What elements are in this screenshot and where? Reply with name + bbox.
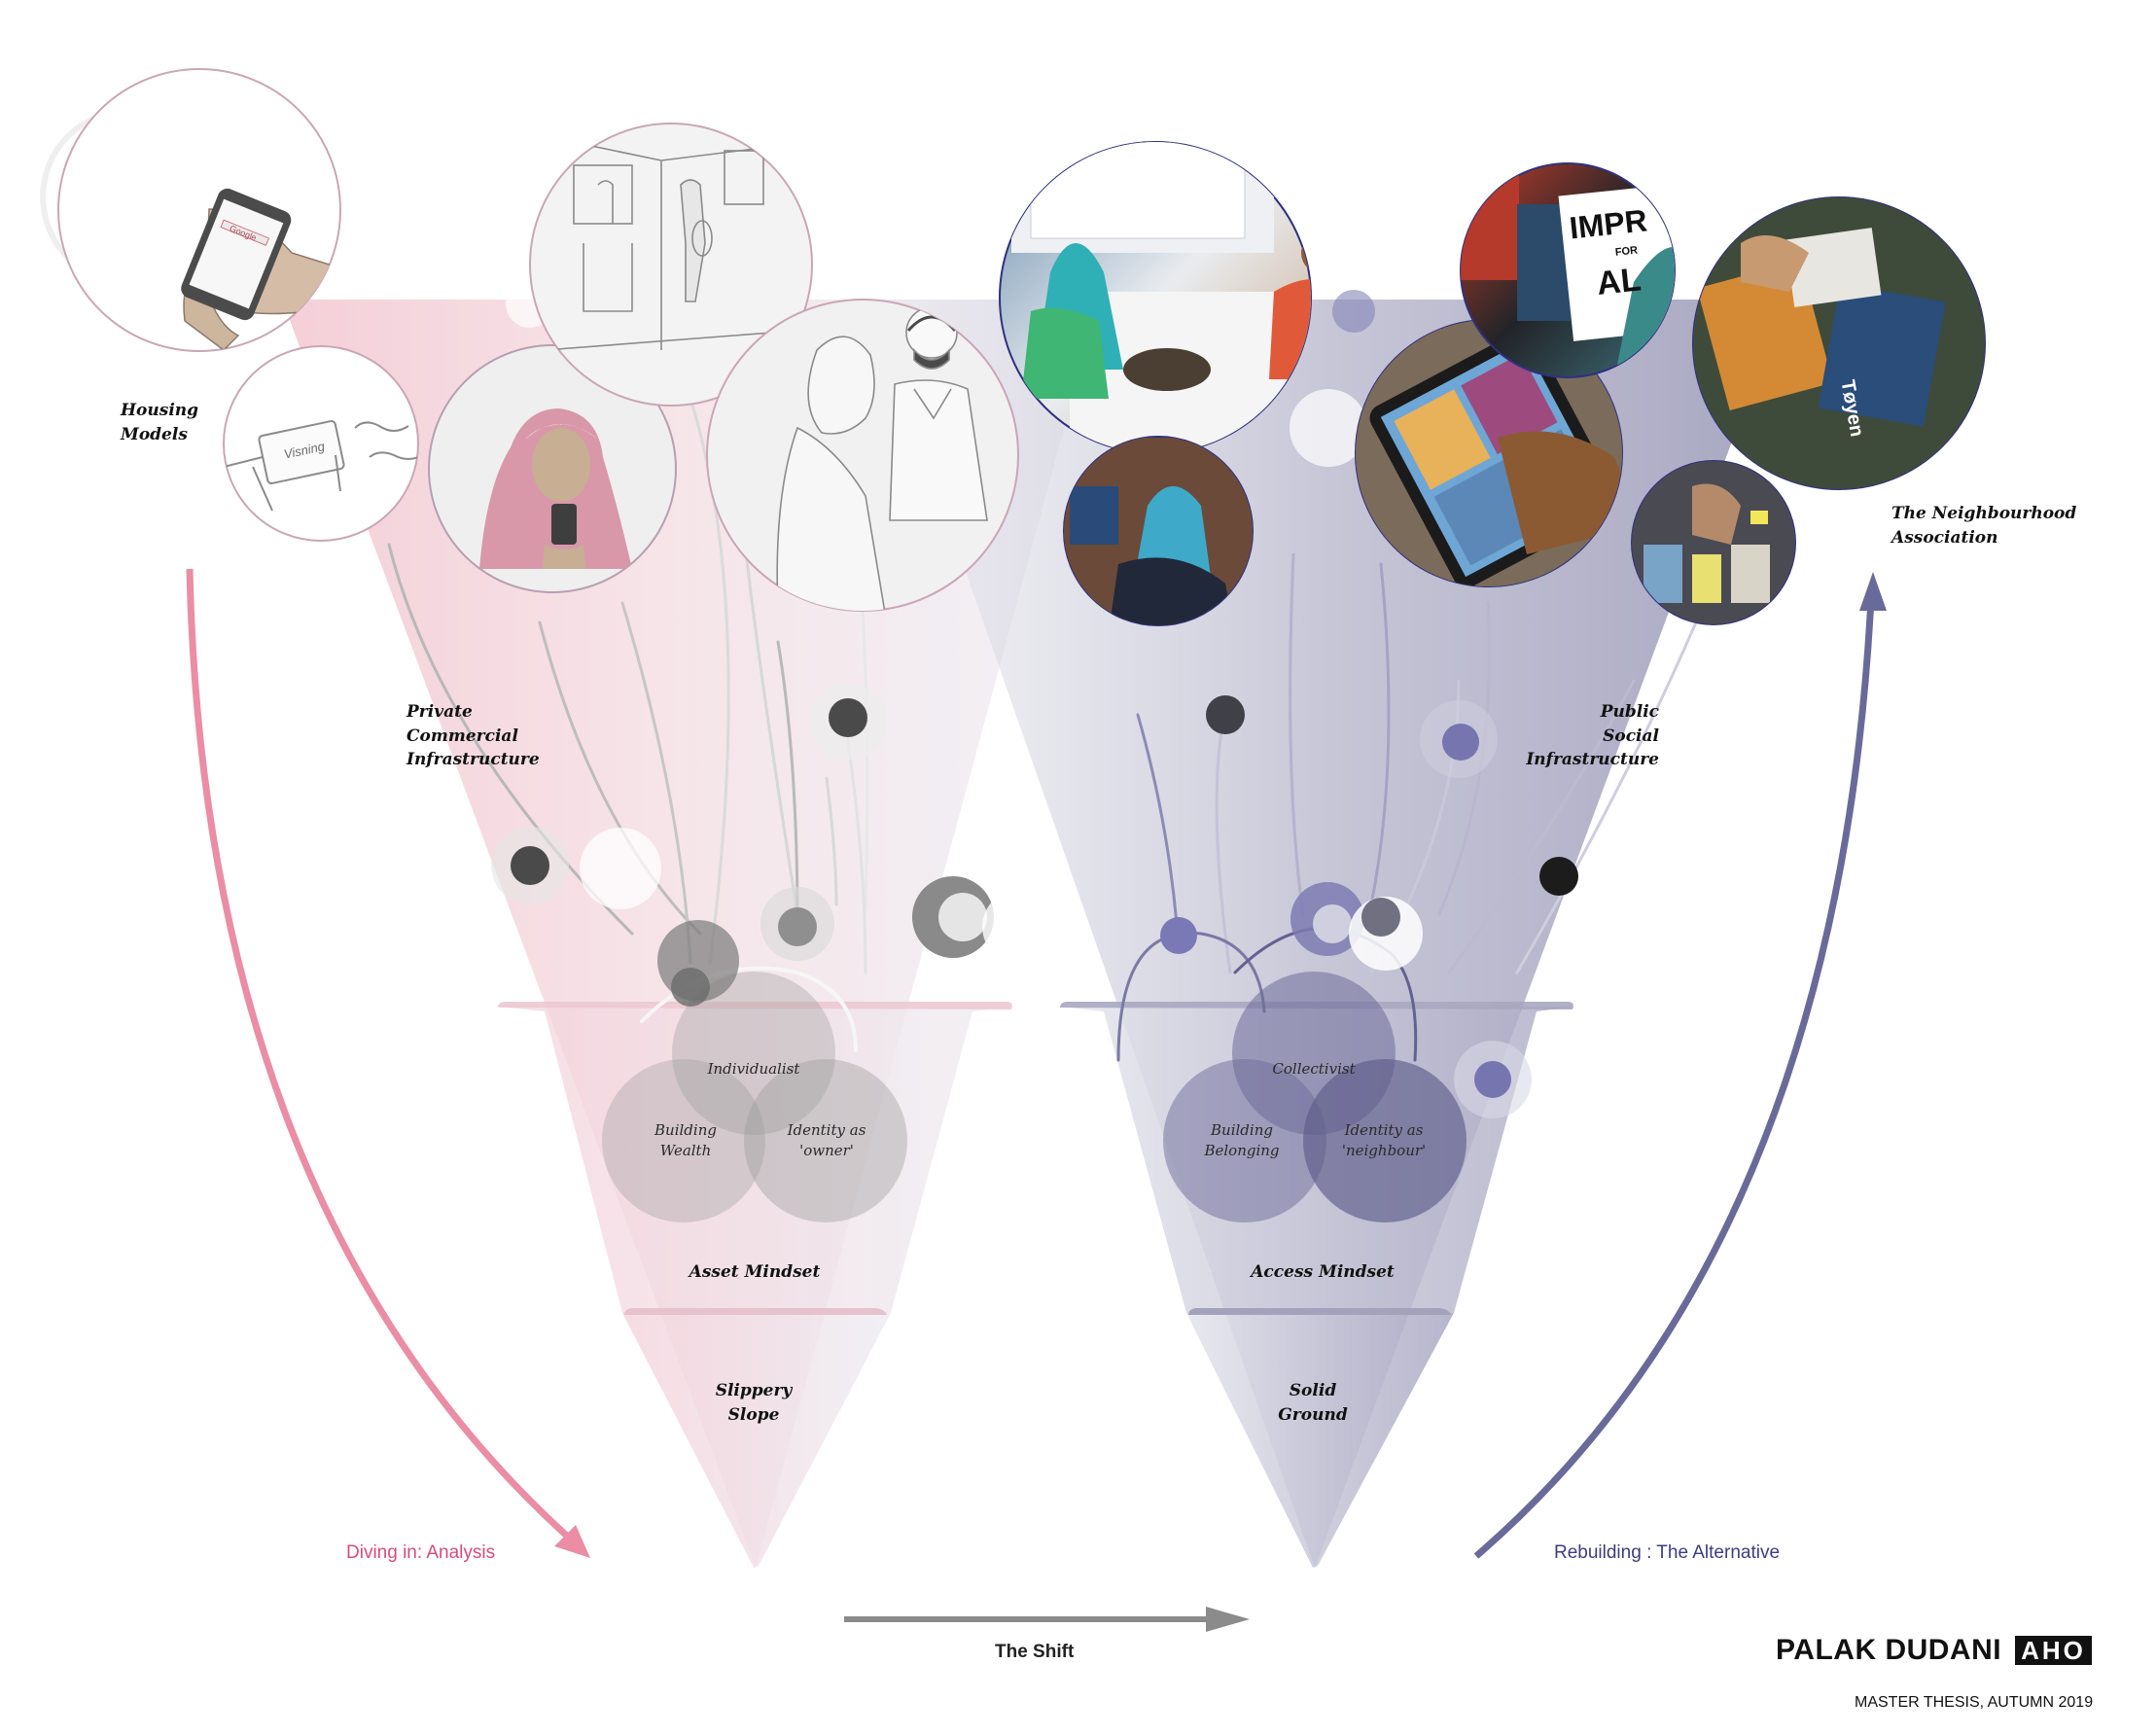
diving-in-arrowhead: [554, 1525, 590, 1558]
purple-dot: [1160, 917, 1197, 954]
flow-arrows: [186, 568, 1887, 1632]
label-asset-mindset: Asset Mindset: [689, 1262, 821, 1282]
label-private-infrastructure: Private Commercial Infrastructure: [406, 702, 540, 770]
poster-all-text: AL: [1595, 261, 1643, 302]
venn-label-individualist: Individualist: [707, 1060, 800, 1078]
illustration-apartment-room: [529, 123, 813, 407]
rebuilding-arrow: [1473, 597, 1875, 1559]
white-dot: [1290, 389, 1367, 467]
label-slippery-slope: Slippery Slope: [715, 1381, 793, 1425]
label-neighbourhood-association: The Neighbourhood Association: [1891, 504, 2077, 548]
right-funnel-bottom: [1186, 1313, 1454, 1568]
venn-label-collectivist: Collectivist: [1272, 1060, 1356, 1078]
venn-label-identity-owner: Identity as 'owner': [787, 1121, 866, 1159]
venn-individualist: [602, 972, 907, 1222]
white-dot: [982, 890, 1056, 964]
left-funnel-rim: [498, 1002, 1012, 1009]
poster-impr-text: IMPR: [1568, 202, 1648, 245]
label-access-mindset: Access Mindset: [1251, 1262, 1395, 1282]
left-funnel-bottom-rim: [624, 1308, 887, 1315]
illustration-woman-phone: [428, 344, 677, 593]
label-the-shift: The Shift: [995, 1642, 1075, 1662]
photo-meeting: [999, 141, 1312, 454]
photo-flyers-table: Tøyen: [1692, 196, 1986, 490]
left-funnel-bottom: [622, 1313, 891, 1568]
gray-dot: [778, 907, 817, 946]
gray-dot: [511, 846, 549, 885]
venn-circle-individualist: [672, 972, 835, 1135]
venn-circle-belonging: [1163, 1059, 1326, 1222]
author-name: PALAK DUDANI: [1776, 1634, 2002, 1666]
thesis-caption: MASTER THESIS, AUTUMN 2019: [1855, 1694, 2094, 1711]
illustration-consultation: [706, 299, 1019, 612]
illustration-phone-search: Google: [57, 68, 341, 352]
photo-tablet-hand: [1355, 319, 1623, 587]
gray-dot: [829, 698, 867, 737]
aho-logo: AHO: [2015, 1636, 2092, 1665]
venn-label-identity-neighbour: Identity as 'neighbour': [1341, 1121, 1427, 1159]
white-dot: [580, 828, 661, 909]
venn-label-building-wealth: Building Wealth: [654, 1121, 717, 1159]
venn-circle-owner: [744, 1059, 907, 1222]
label-solid-ground: Solid Ground: [1278, 1381, 1348, 1425]
purple-dot: [1332, 290, 1375, 333]
venn-label-building-belonging: Building Belonging: [1204, 1121, 1280, 1159]
photo-bookshelf: [1631, 460, 1796, 625]
gray-ring-inner: [938, 893, 987, 941]
venn-circle-wealth: [602, 1059, 765, 1222]
rebuilding-arrowhead: [1859, 572, 1887, 611]
illustration-visning-sign: Visning: [223, 345, 419, 542]
purple-dot: [1474, 1061, 1511, 1098]
shift-arrowhead: [1206, 1607, 1250, 1632]
label-public-infrastructure: Public Social Infrastructure: [1526, 702, 1659, 770]
venn-collectivist: [1163, 972, 1467, 1222]
photo-library: [1063, 436, 1254, 626]
right-funnel-bottom-rim: [1188, 1308, 1451, 1315]
label-housing-models: Housing Models: [121, 401, 199, 444]
purple-dot: [1442, 724, 1479, 761]
poster-for-text: FOR: [1614, 244, 1638, 258]
black-dot: [1539, 857, 1578, 896]
venn-circle-neighbour: [1303, 1059, 1467, 1222]
left-funnel-middle: [498, 1007, 1013, 1313]
label-rebuilding: Rebuilding : The Alternative: [1554, 1542, 1781, 1563]
gray-dot: [1361, 898, 1400, 937]
diving-in-arrow: [186, 568, 582, 1549]
gray-dot: [671, 968, 710, 1007]
label-diving-in: Diving in: Analysis: [346, 1542, 496, 1563]
gray-dot: [1206, 695, 1245, 734]
purple-ring-inner: [1313, 904, 1352, 943]
author-brand: PALAK DUDANI AHO: [1776, 1634, 2092, 1667]
